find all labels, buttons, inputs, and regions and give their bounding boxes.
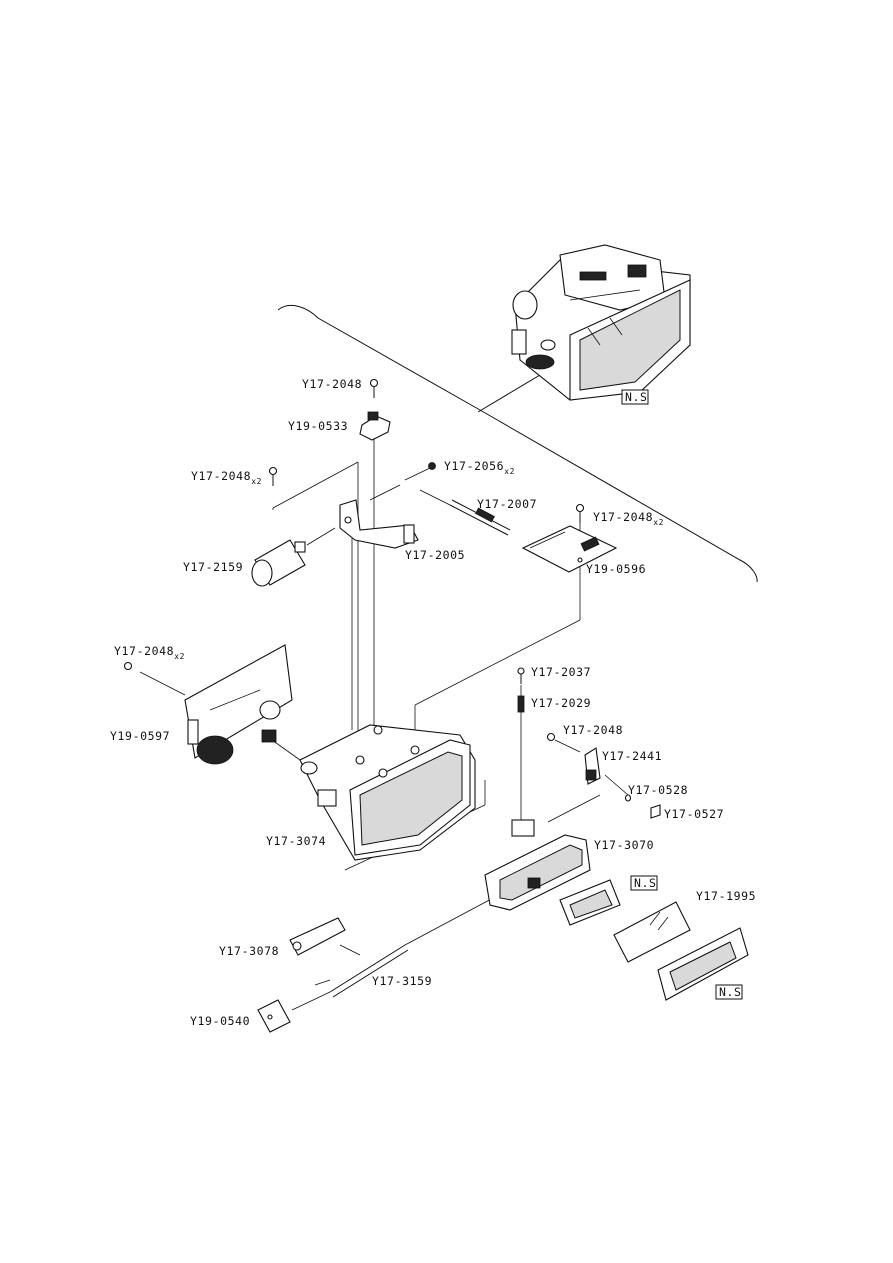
washer-y17-0528: [624, 794, 632, 802]
plate-y19-0596: [521, 525, 618, 573]
nut-y17-0527: [650, 804, 661, 819]
label-y19-0533: Y19-0533: [288, 419, 348, 433]
label-y17-3159: Y17-3159: [372, 974, 432, 988]
label-y19-0597: Y19-0597: [110, 729, 170, 743]
label-y17-2048-left: Y17-2048x2: [191, 469, 262, 486]
pcb-y19-0597: [184, 644, 293, 765]
label-y17-3070: Y17-3070: [594, 838, 654, 852]
screw-y17-2048-top: [369, 378, 379, 398]
bracket-y19-0540: [257, 999, 291, 1033]
screw-y17-2037: [517, 667, 525, 684]
label-y19-0540: Y19-0540: [190, 1014, 250, 1028]
label-y17-1995: Y17-1995: [696, 889, 756, 903]
ns-label-inset: N.S: [625, 390, 648, 404]
part-labels: Y17-2048 Y19-0533 Y17-2048x2 Y17-2056x2 …: [110, 377, 756, 1028]
ns-badge-lens: [630, 875, 658, 891]
screw-y17-2056: [428, 462, 436, 470]
label-y17-2048-top: Y17-2048: [302, 377, 362, 391]
screw-y17-2048-left: [268, 466, 278, 486]
label-y17-2029: Y17-2029: [531, 696, 591, 710]
shaft-y17-2007: [449, 499, 511, 536]
bracket-y19-0533: [359, 411, 391, 441]
label-y17-2007: Y17-2007: [477, 497, 537, 511]
window-y17-1995: [613, 901, 691, 963]
label-y17-2005: Y17-2005: [405, 548, 465, 562]
label-y17-0528: Y17-0528: [628, 783, 688, 797]
screw-y17-2048-mid: [546, 732, 556, 742]
label-y17-2056: Y17-2056x2: [444, 459, 515, 476]
label-y17-2037: Y17-2037: [531, 665, 591, 679]
motor-y17-2159: [251, 539, 306, 587]
label-y17-2048-pcb: Y17-2048x2: [114, 644, 185, 661]
ns-label-faceplate: N.S: [719, 985, 742, 999]
bracket-y17-2441: [584, 747, 601, 785]
label-y17-3078: Y17-3078: [219, 944, 279, 958]
label-y17-2048-mid: Y17-2048: [563, 723, 623, 737]
rod-y17-3159: [314, 944, 409, 998]
ns-label-lens: N.S: [634, 876, 657, 890]
label-y17-2441: Y17-2441: [602, 749, 662, 763]
screw-y17-2048-pcb: [123, 661, 133, 671]
bezel-y17-3070: [484, 819, 591, 911]
label-y17-2159: Y17-2159: [183, 560, 243, 574]
spring-y17-2029: [517, 695, 525, 713]
chassis-y17-3074: [299, 724, 476, 861]
ns-badge-faceplate: [715, 984, 743, 1000]
leader-lines: [139, 435, 629, 1011]
label-y17-0527: Y17-0527: [664, 807, 724, 821]
face-plate-ns: [657, 927, 749, 1001]
lens-part-ns: [559, 879, 621, 926]
label-y19-0596: Y19-0596: [586, 562, 646, 576]
label-y17-2048-right: Y17-2048x2: [593, 510, 664, 527]
label-y17-3074: Y17-3074: [266, 834, 326, 848]
screw-y17-2048-right: [575, 503, 585, 523]
ns-badge-inset: [621, 389, 649, 405]
assembled-unit-inset: [277, 244, 758, 583]
bracket-y17-3078: [289, 917, 346, 956]
bracket-y17-2005: [339, 499, 419, 549]
